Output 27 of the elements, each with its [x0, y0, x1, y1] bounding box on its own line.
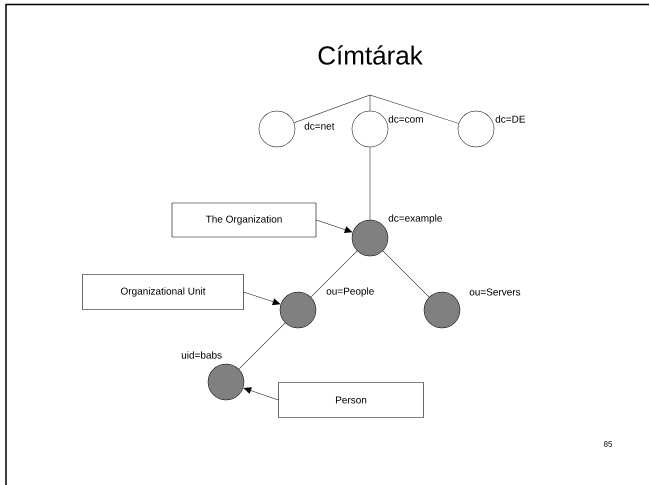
tree-node-circle — [352, 220, 388, 256]
node-label: dc=com — [388, 115, 423, 123]
tree-line — [382, 250, 430, 298]
node-label: ou=Servers — [470, 288, 520, 296]
tree-node-circle — [424, 292, 460, 328]
tree-node-circle — [352, 110, 388, 148]
label-box: The Organization — [172, 202, 316, 238]
tree-line — [294, 94, 370, 123]
tree-node-circle — [258, 110, 296, 148]
page-number: 85 — [604, 441, 612, 447]
node-label: dc=example — [388, 214, 442, 224]
label-box: Organizational Unit — [82, 274, 244, 310]
tree-line — [238, 322, 286, 370]
node-label: uid=babs — [182, 351, 222, 359]
leader-arrow — [316, 220, 352, 233]
title: Címtárak — [318, 45, 423, 65]
node-label: dc=net — [304, 122, 334, 130]
leader-arrow — [244, 292, 280, 306]
tree-line — [310, 250, 358, 298]
node-label: ou=People — [326, 287, 374, 297]
label-box: Person — [278, 382, 424, 418]
tree-node-circle — [280, 292, 316, 328]
tree-node-circle — [208, 364, 244, 400]
tree-node-circle — [458, 110, 494, 148]
leader-arrow — [244, 387, 278, 400]
node-label: dc=DE — [496, 115, 526, 123]
tree-line — [370, 94, 459, 124]
